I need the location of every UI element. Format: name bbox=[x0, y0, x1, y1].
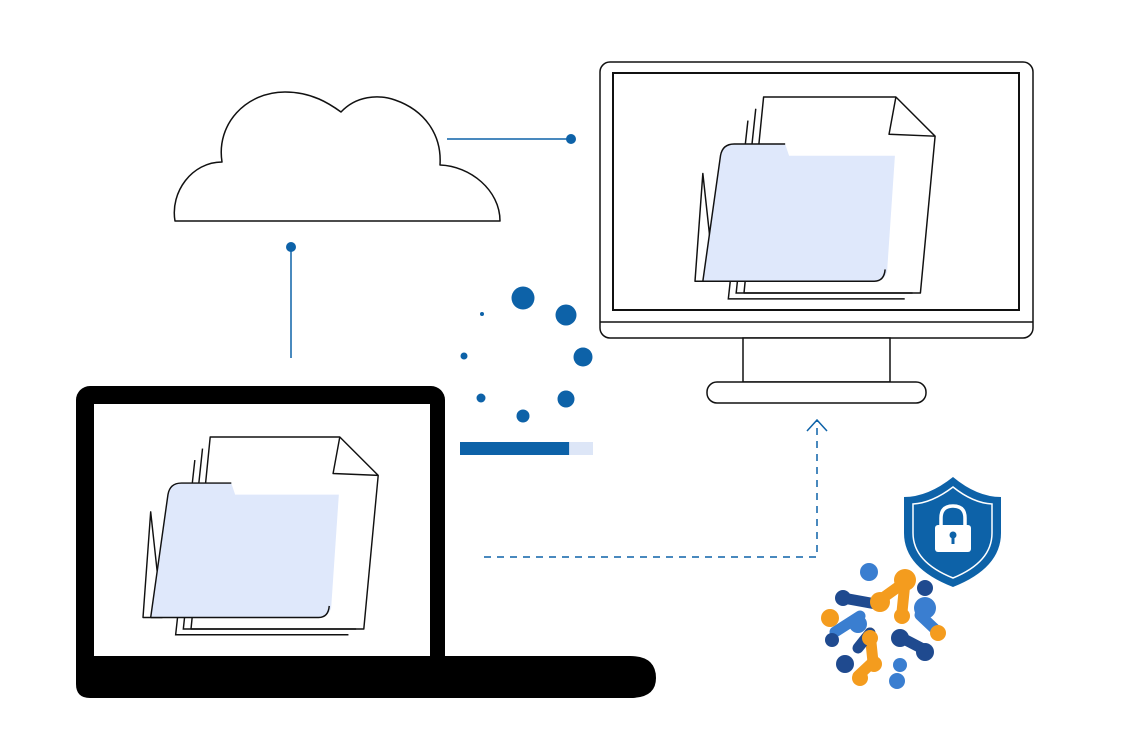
shield-lock-icon bbox=[904, 477, 1001, 587]
progress-fill bbox=[460, 442, 570, 455]
cloud-laptop-connector bbox=[286, 242, 296, 358]
network-molecule-icon bbox=[821, 563, 946, 689]
dashed-transfer-arrow bbox=[484, 418, 828, 558]
transfer-progress-bar bbox=[460, 442, 593, 455]
loading-spinner-icon bbox=[460, 286, 593, 423]
cloud-icon bbox=[173, 91, 501, 222]
cloud-desktop-connector bbox=[447, 134, 576, 144]
